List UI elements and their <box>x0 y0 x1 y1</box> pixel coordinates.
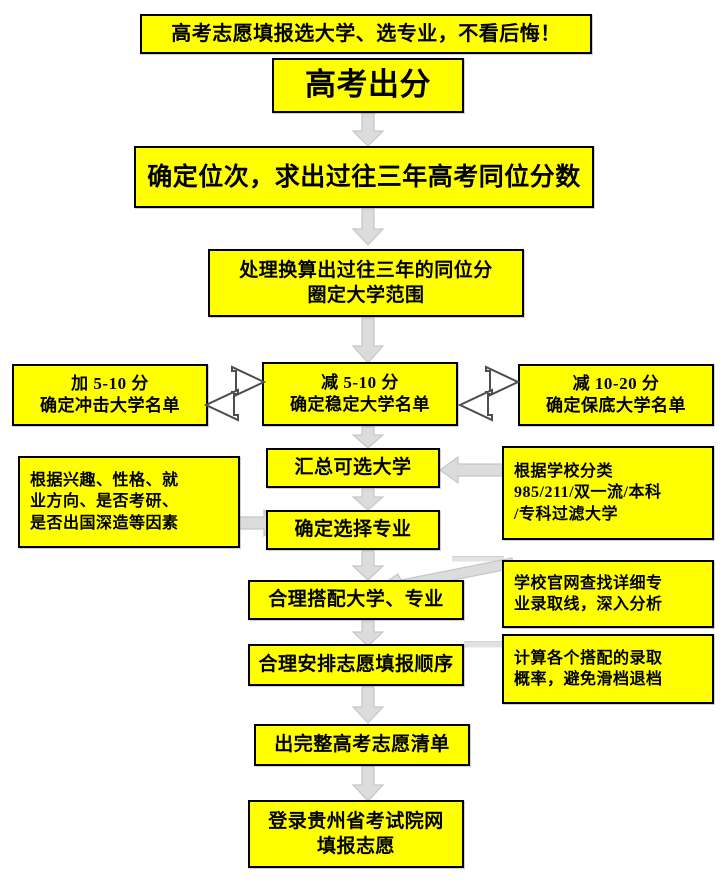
link-probability-to-order <box>464 641 504 648</box>
submit-box: 登录贵州省考试院网 填报志愿 <box>248 800 464 868</box>
safety-box: 减 10-20 分 确定保底大学名单 <box>518 364 714 426</box>
arrow-convert-to-stable <box>351 317 385 364</box>
order-box: 合理安排志愿填报顺序 <box>248 644 464 686</box>
finallist-box: 出完整高考志愿清单 <box>254 724 470 766</box>
banner-text: 高考志愿填报选大学、选专业，不看后悔！ <box>171 22 561 45</box>
arrow-rank-to-convert <box>351 208 385 246</box>
submit-text-line2: 填报志愿 <box>316 836 395 857</box>
interest-text-line1: 根据兴趣、性格、就 <box>30 472 179 490</box>
official-box: 学校官网查找详细专 业录取线，深入分析 <box>502 560 714 628</box>
arrow-match-to-order <box>351 620 385 647</box>
arrow-order-to-finallist <box>351 686 385 724</box>
finallist-text: 出完整高考志愿清单 <box>274 734 450 756</box>
safety-text-line1: 减 10-20 分 <box>572 373 660 393</box>
arrow-summary-to-major <box>351 488 385 511</box>
interest-text-line3: 是否出国深造等因素 <box>30 514 179 532</box>
official-text-line2: 业录取线，深入分析 <box>514 596 663 613</box>
convert-box: 处理换算出过往三年的同位分 圈定大学范围 <box>208 249 524 317</box>
submit-text-line1: 登录贵州省考试院网 <box>268 810 444 832</box>
major-box: 确定选择专业 <box>266 510 440 550</box>
start-box: 高考出分 <box>272 58 464 113</box>
rank-box: 确定位次，求出过往三年高考同位分数 <box>134 146 594 208</box>
start-text: 高考出分 <box>305 67 431 103</box>
arrow-major-to-match <box>351 550 385 581</box>
safety-text-line2: 确定保底大学名单 <box>546 396 686 415</box>
stable-text-line1: 减 5-10 分 <box>321 372 399 392</box>
rush-text-line2: 确定冲击大学名单 <box>40 396 180 415</box>
convert-text-line2: 圈定大学范围 <box>307 285 425 306</box>
rush-box: 加 5-10 分 确定冲击大学名单 <box>12 364 208 426</box>
classify-text-line1: 根据学校分类 <box>514 463 614 481</box>
interest-box: 根据兴趣、性格、就 业方向、是否考研、 是否出国深造等因素 <box>18 456 240 548</box>
arrow-stable-to-summary <box>351 426 385 449</box>
convert-text-line1: 处理换算出过往三年的同位分 <box>239 259 493 281</box>
arrow-start-to-rank <box>351 112 385 147</box>
probability-text-line1: 计算各个搭配的录取 <box>514 649 663 667</box>
order-text: 合理安排志愿填报顺序 <box>258 654 454 676</box>
classify-text-line3: /专科过滤大学 <box>514 505 618 523</box>
double-arrow-stable-safety <box>457 365 521 422</box>
double-arrow-stable-rush <box>203 365 267 422</box>
classify-box: 根据学校分类 985/211/双一流/本科 /专科过滤大学 <box>502 446 714 540</box>
banner-box: 高考志愿填报选大学、选专业，不看后悔！ <box>140 14 592 54</box>
arrow-classify-to-summary <box>438 455 504 485</box>
link-official-to-center <box>452 556 504 562</box>
rank-text: 确定位次，求出过往三年高考同位分数 <box>147 163 581 191</box>
stable-box: 减 5-10 分 确定稳定大学名单 <box>262 362 458 426</box>
probability-box: 计算各个搭配的录取 概率，避免滑档退档 <box>502 634 714 704</box>
match-box: 合理搭配大学、专业 <box>248 580 464 620</box>
summary-box: 汇总可选大学 <box>266 448 440 488</box>
official-text-line1: 学校官网查找详细专 <box>514 574 663 592</box>
interest-text-line2: 业方向、是否考研、 <box>30 493 179 511</box>
match-text: 合理搭配大学、专业 <box>268 589 444 611</box>
major-text: 确定选择专业 <box>294 519 412 541</box>
rush-text-line1: 加 5-10 分 <box>71 373 149 393</box>
probability-text-line2: 概率，避免滑档退档 <box>514 671 663 688</box>
classify-text-line2: 985/211/双一流/本科 <box>514 484 662 502</box>
stable-text-line2: 确定稳定大学名单 <box>290 395 430 414</box>
arrow-finallist-to-submit <box>351 765 385 802</box>
summary-text: 汇总可选大学 <box>294 457 412 479</box>
